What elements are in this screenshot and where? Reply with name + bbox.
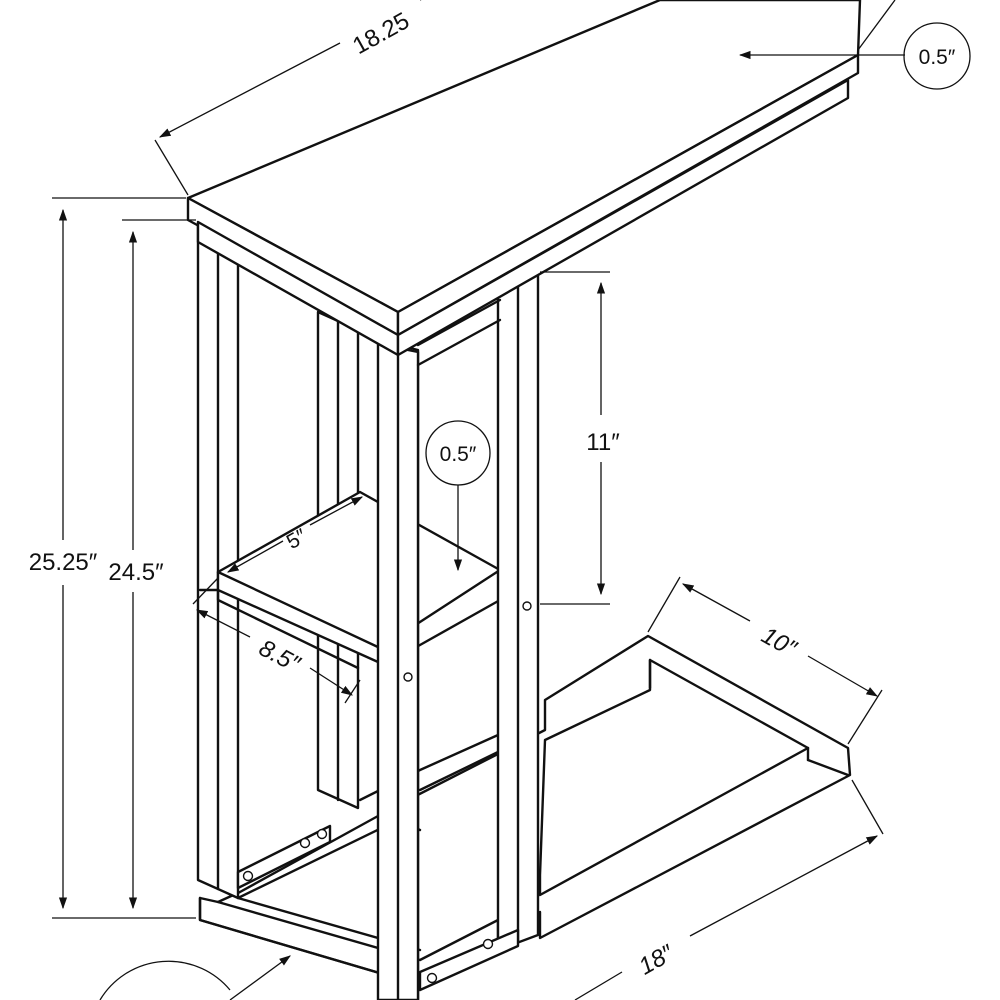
label-shelf-width: 8.5″ — [254, 635, 305, 679]
label-base-length: 18″ — [634, 939, 679, 980]
label-leg-thickness: 0.5″ — [440, 443, 477, 466]
dim-shelf-spacing: 11″ — [540, 271, 620, 605]
table-top — [186, 0, 862, 357]
label-base-depth: 10″ — [757, 622, 802, 663]
label-top-thickness: 0.5″ — [919, 46, 956, 69]
front-legs — [376, 270, 540, 1000]
dim-leg-height: 24.5″ — [108, 219, 196, 910]
label-overall-height: 25.25″ — [29, 549, 98, 576]
dim-leg-thickness: 0.5″ — [425, 420, 491, 572]
label-shelf-spacing: 11″ — [586, 429, 620, 456]
dim-bottom-callout — [99, 955, 291, 1000]
label-leg-height: 24.5″ — [108, 559, 164, 586]
dim-top-thickness: 0.5″ — [738, 0, 971, 90]
dim-overall-height: 25.25″ — [29, 197, 196, 919]
shelf — [198, 490, 502, 670]
label-top-width: 18.25 — [348, 7, 414, 60]
